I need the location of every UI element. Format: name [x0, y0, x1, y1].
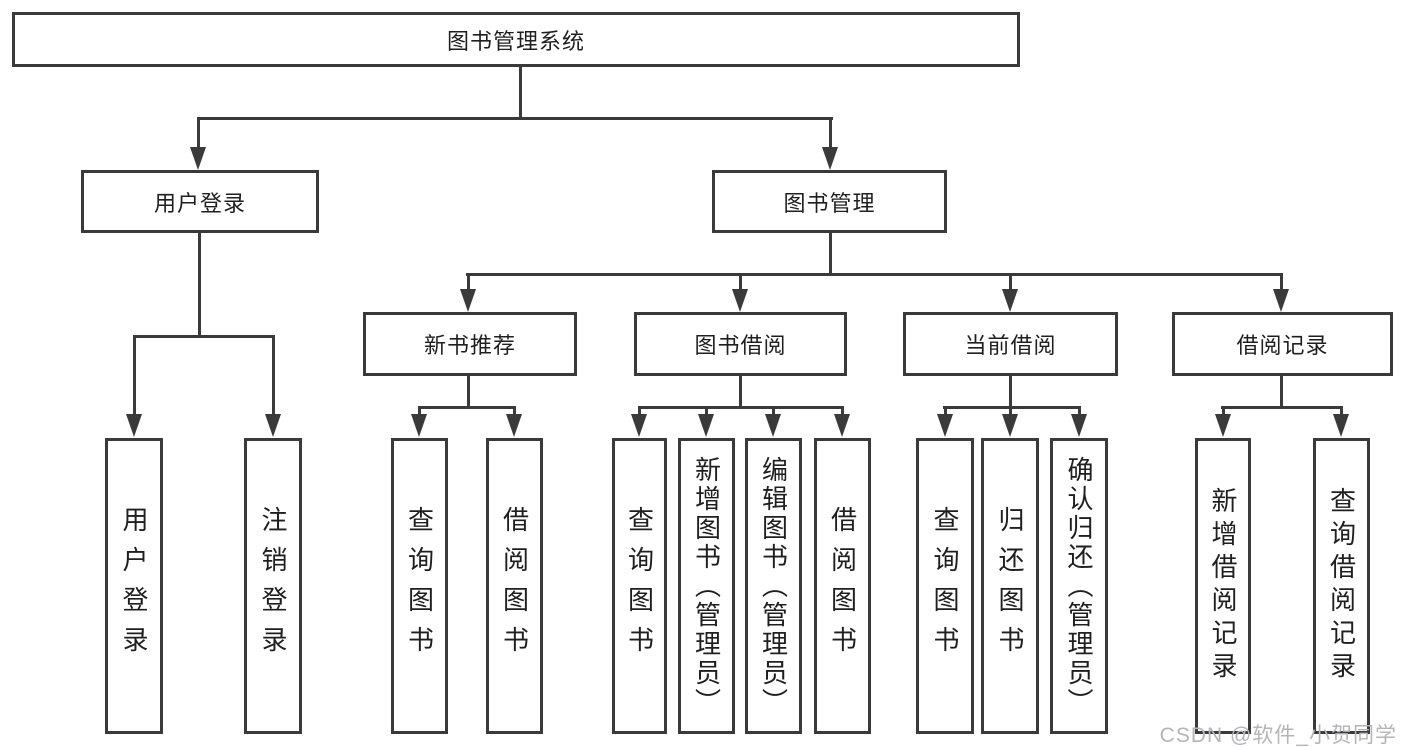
- node-book-management: 图书管理: [712, 170, 947, 233]
- connector-line: [1009, 273, 1012, 291]
- leaf-borrow-books: 借阅图书: [814, 438, 871, 734]
- connector-line: [1222, 406, 1225, 417]
- arrow-down-icon: [631, 414, 647, 437]
- arrow-down-icon: [411, 414, 427, 437]
- connector-line: [1009, 406, 1012, 417]
- node-root-label: 图书管理系统: [446, 28, 585, 54]
- arrow-down-icon: [126, 414, 142, 437]
- node-new-book-recommend-label: 新书推荐: [423, 333, 516, 358]
- arrow-down-icon: [698, 414, 714, 437]
- leaf-confirm-return-admin: 确认归还（管理员）: [1050, 438, 1108, 734]
- connector-line: [739, 376, 742, 409]
- connector-line: [513, 406, 516, 417]
- leaf-query-books-current: 查询图书: [916, 438, 974, 734]
- connector-line: [1280, 273, 1283, 291]
- connector-line: [197, 117, 833, 120]
- connector-line: [1340, 406, 1343, 417]
- connector-line: [638, 406, 844, 409]
- connector-line: [418, 406, 516, 409]
- node-new-book-recommend: 新书推荐: [363, 312, 577, 376]
- connector-line: [1009, 376, 1012, 409]
- node-root: 图书管理系统: [12, 12, 1020, 67]
- connector-line: [133, 335, 275, 338]
- leaf-query-borrow-record: 查询借阅记录: [1313, 438, 1370, 734]
- arrow-down-icon: [732, 289, 748, 312]
- arrow-down-icon: [1002, 414, 1018, 437]
- leaf-user-login: 用户登录: [105, 438, 163, 734]
- leaf-edit-books-admin: 编辑图书（管理员）: [745, 438, 802, 734]
- connector-line: [943, 406, 1081, 409]
- connector-line: [519, 67, 522, 119]
- connector-line: [418, 406, 421, 417]
- arrow-down-icon: [1071, 414, 1087, 437]
- connector-line: [772, 406, 775, 417]
- connector-line: [1221, 406, 1343, 409]
- connector-line: [272, 335, 275, 416]
- connector-line: [197, 117, 200, 150]
- arrow-down-icon: [1273, 289, 1289, 312]
- arrow-down-icon: [506, 414, 522, 437]
- connector-line: [944, 406, 947, 417]
- connector-line: [841, 406, 844, 417]
- arrow-down-icon: [937, 414, 953, 437]
- connector-line: [829, 233, 832, 276]
- leaf-query-books-recommend: 查询图书: [391, 438, 448, 734]
- leaf-logout: 注销登录: [244, 438, 302, 734]
- arrow-down-icon: [1002, 289, 1018, 312]
- connector-line: [198, 233, 201, 337]
- leaf-query-books-borrow: 查询图书: [612, 438, 667, 734]
- arrow-down-icon: [765, 414, 781, 437]
- arrow-down-icon: [265, 414, 281, 437]
- node-borrow-records-label: 借阅记录: [1236, 333, 1329, 358]
- connector-line: [1078, 406, 1081, 417]
- node-book-borrow-label: 图书借阅: [694, 333, 787, 358]
- connector-line: [1280, 376, 1283, 409]
- leaf-borrow-books-recommend: 借阅图书: [486, 438, 543, 734]
- connector-line: [133, 335, 136, 416]
- node-current-borrow-label: 当前借阅: [964, 333, 1057, 358]
- arrow-down-icon: [1215, 414, 1231, 437]
- watermark: CSDN @软件_小贺同学: [1159, 724, 1397, 747]
- arrow-down-icon: [1333, 414, 1349, 437]
- connector-line: [466, 273, 1283, 276]
- connector-line: [829, 117, 832, 150]
- leaf-return-books: 归还图书: [981, 438, 1039, 734]
- connector-line: [467, 273, 470, 291]
- connector-line: [739, 273, 742, 291]
- node-book-borrow: 图书借阅: [634, 312, 847, 376]
- node-user-login: 用户登录: [81, 170, 319, 233]
- node-borrow-records: 借阅记录: [1172, 312, 1393, 376]
- connector-line: [467, 376, 470, 409]
- arrow-down-icon: [822, 147, 838, 170]
- arrow-down-icon: [190, 147, 206, 170]
- node-current-borrow: 当前借阅: [903, 312, 1118, 376]
- arrow-down-icon: [834, 414, 850, 437]
- connector-line: [705, 406, 708, 417]
- connector-line: [638, 406, 641, 417]
- node-book-management-label: 图书管理: [783, 190, 876, 216]
- leaf-add-borrow-record: 新增借阅记录: [1195, 438, 1251, 734]
- leaf-add-books-admin: 新增图书（管理员）: [678, 438, 735, 734]
- node-user-login-label: 用户登录: [153, 190, 246, 216]
- arrow-down-icon: [460, 289, 476, 312]
